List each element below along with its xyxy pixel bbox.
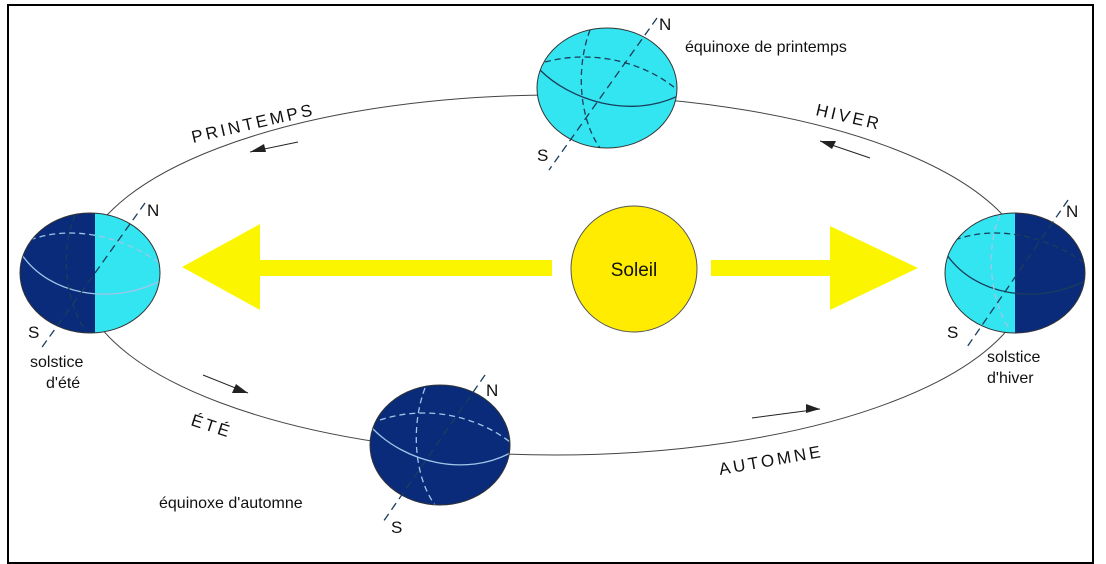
summer-solstice-label-1: solstice: [30, 354, 83, 371]
winter-solstice-label-1: solstice: [987, 349, 1040, 366]
earth-autumn-equinox: N S équinoxe d'automne: [159, 374, 511, 537]
spring-equinox-label: équinoxe de printemps: [685, 39, 847, 56]
direction-arrow-summer: [202, 374, 249, 394]
earth-spring-equinox: N S équinoxe de printemps: [536, 15, 847, 171]
north-label-left: N: [147, 201, 159, 220]
south-label-left: S: [28, 323, 39, 342]
south-label-right: S: [947, 323, 958, 342]
sun: [570, 205, 698, 333]
sunlight-arrow-left: [182, 224, 552, 310]
orbit-diagram: Soleil N S équinoxe de printemps N S sol…: [19, 15, 1086, 537]
south-label-bottom: S: [391, 518, 402, 537]
summer-solstice-label-2: d'été: [46, 375, 80, 392]
earth-summer-solstice: N S solstice d'été: [19, 201, 161, 392]
winter-solstice-label-2: d'hiver: [987, 370, 1034, 387]
sun-label: Soleil: [611, 260, 657, 281]
direction-arrow-spring: [249, 141, 299, 153]
north-label-right: N: [1066, 202, 1078, 221]
sunlight-arrow-right: [711, 226, 918, 310]
season-autumn: AUTOMNE: [717, 442, 824, 479]
autumn-equinox-label: équinoxe d'automne: [159, 495, 303, 512]
direction-arrow-winter: [819, 140, 871, 159]
season-winter: HIVER: [814, 100, 884, 134]
north-label-top: N: [659, 15, 671, 34]
south-label-top: S: [537, 146, 548, 165]
direction-arrow-autumn: [751, 404, 821, 419]
north-label-bottom: N: [486, 381, 498, 400]
season-summer: ÉTÉ: [189, 411, 235, 442]
earth-winter-solstice: N S solstice d'hiver: [944, 199, 1086, 387]
